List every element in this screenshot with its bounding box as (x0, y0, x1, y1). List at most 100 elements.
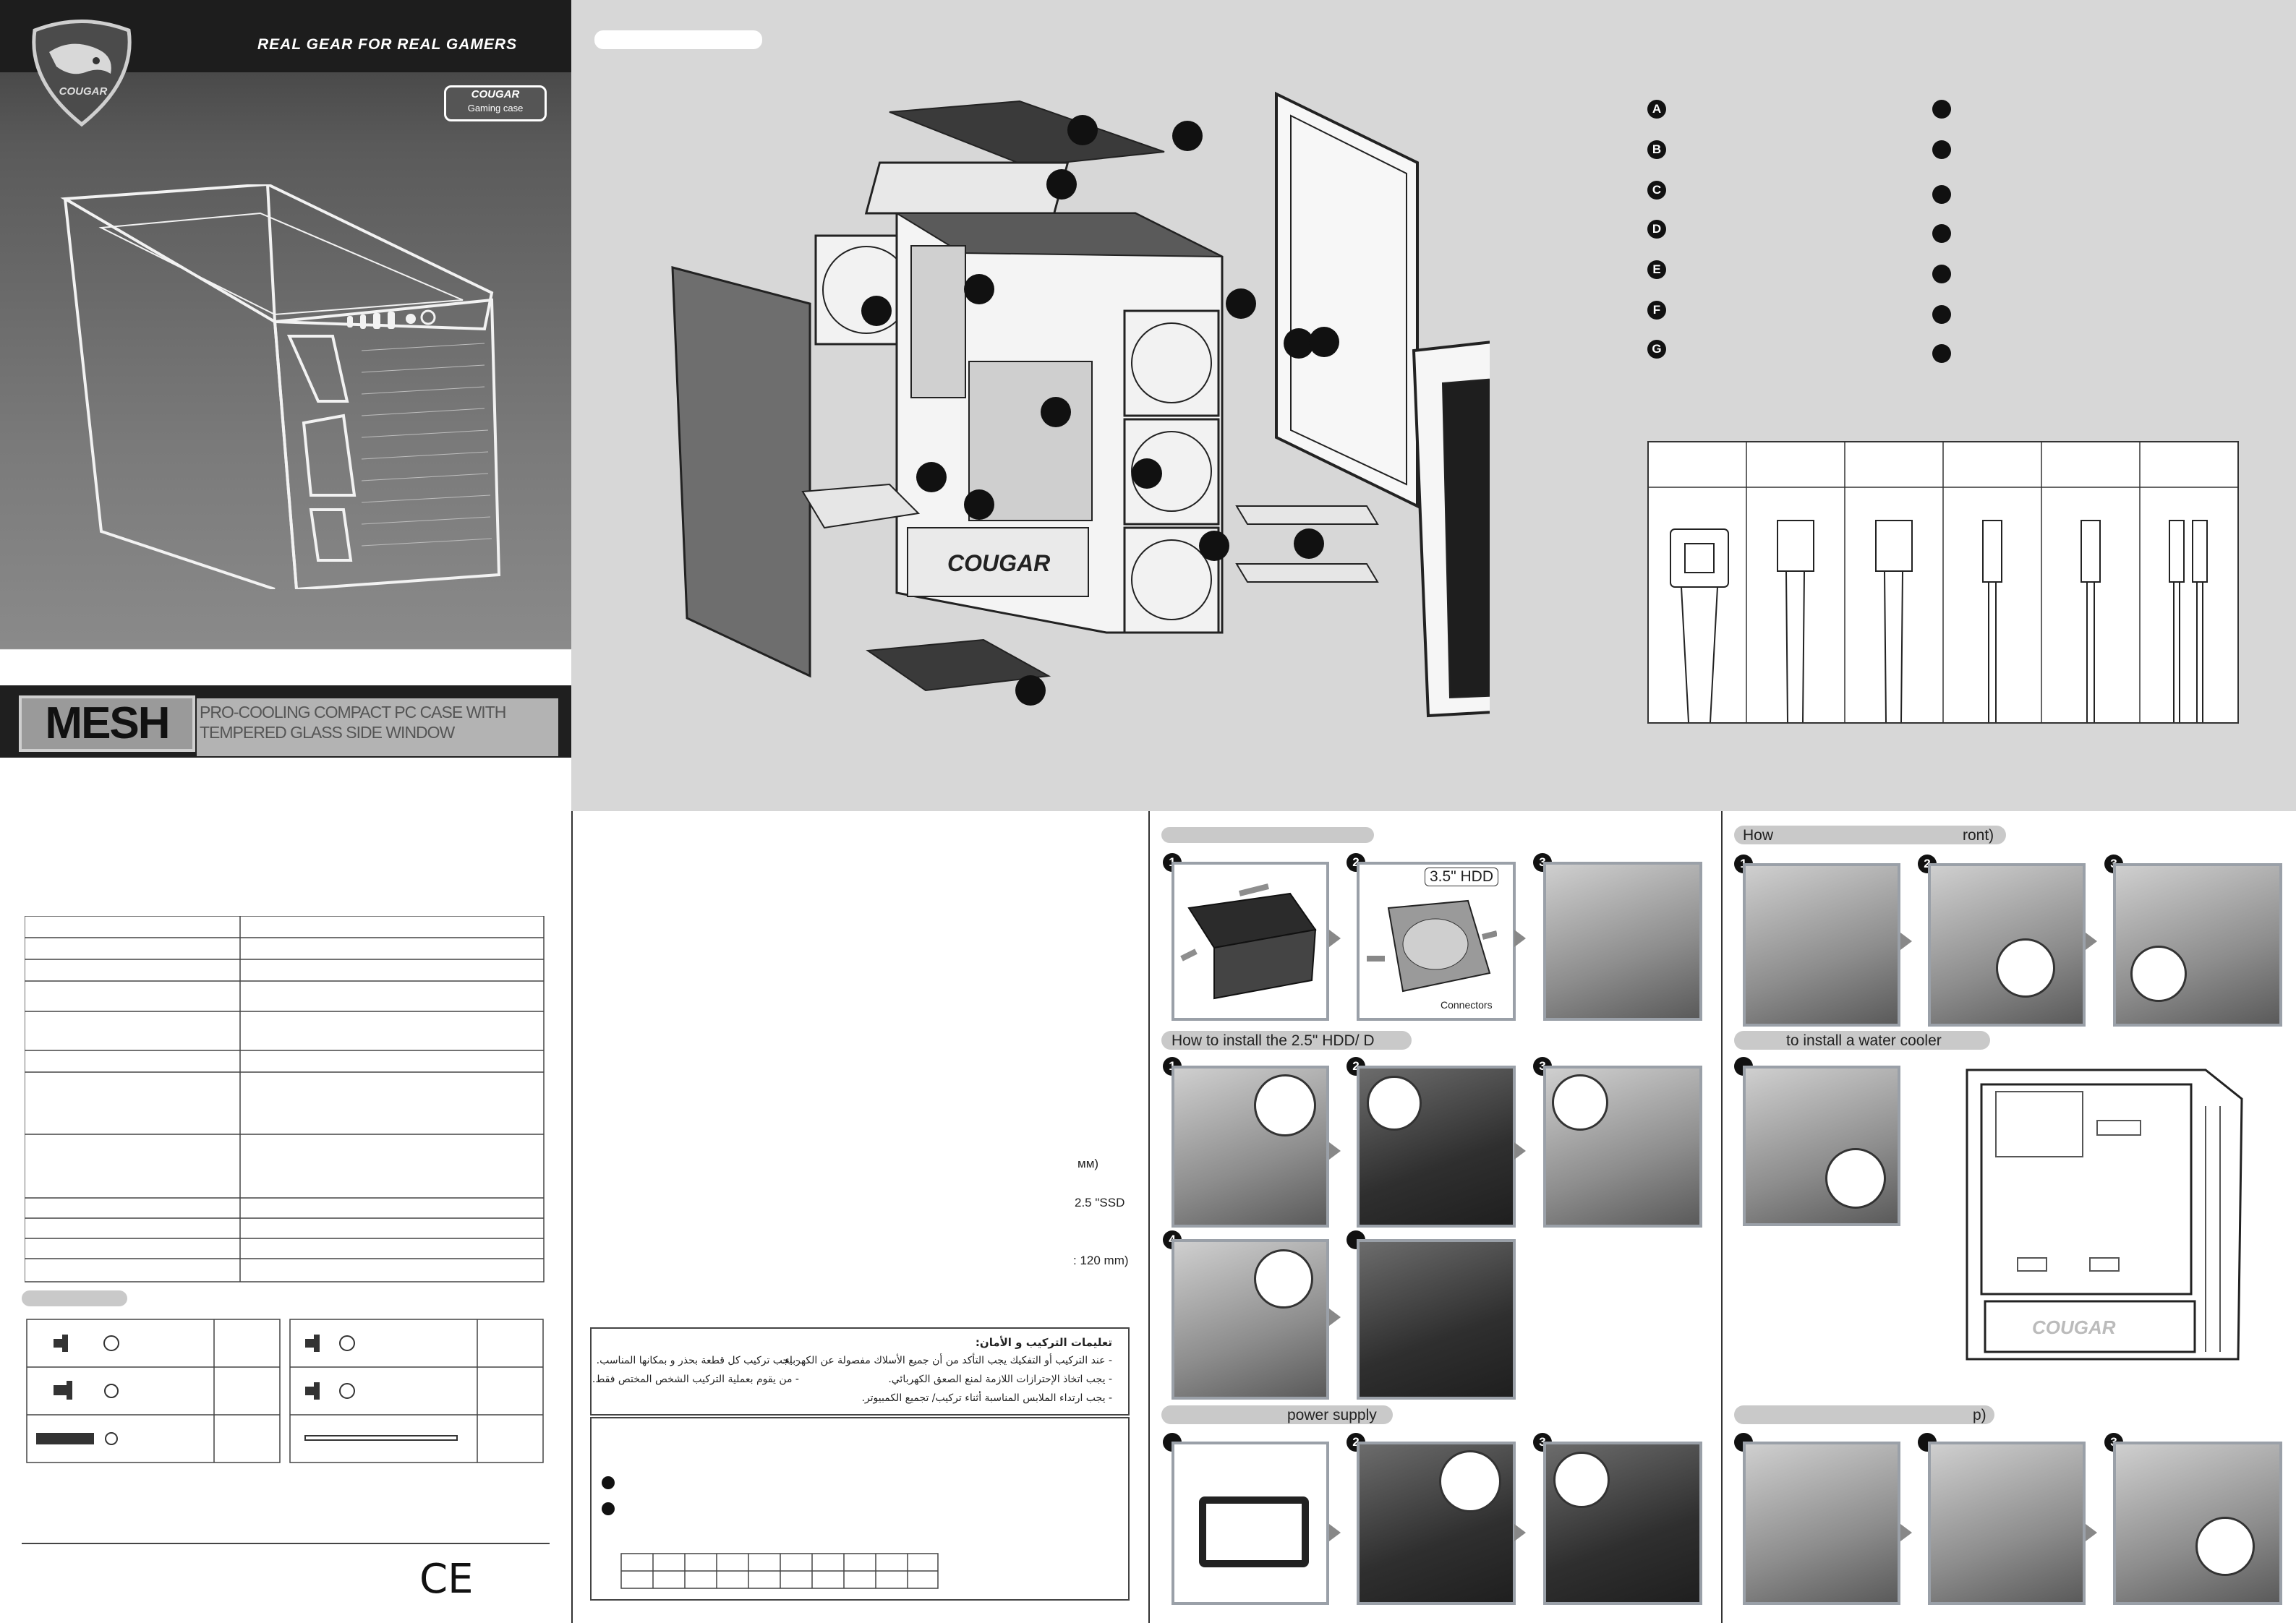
step-arrow (1514, 930, 1526, 947)
hdd-drawing (1367, 899, 1497, 993)
hdd35-step-2: 3.5" HDD Connectors (1357, 862, 1516, 1021)
hdd25-step-4-photo (1172, 1239, 1329, 1400)
front-title-left: How (1743, 827, 1774, 844)
note-mm: мм) (1077, 1157, 1099, 1170)
accessories-table-right (289, 1319, 544, 1463)
front-title-bg (1734, 826, 2006, 844)
connector-table-drawing (1649, 442, 2237, 722)
note-120mm: : 120 mm) (1073, 1254, 1129, 1267)
screwdriver-callout (1254, 1074, 1316, 1136)
case-line-drawing (60, 184, 501, 589)
hdd25-title: How to install the 2.5" HDD/ D (1172, 1032, 1375, 1049)
note-ssd: 2.5 "SSD (1075, 1196, 1125, 1209)
water-title: to install a water cooler (1786, 1032, 1942, 1049)
spec-table (25, 916, 545, 1282)
legend-letter-c: C (1647, 181, 1666, 200)
step-arrow (1329, 1142, 1341, 1160)
psu-title-bg (1161, 1405, 1393, 1424)
legend-letter-a: A (1647, 100, 1666, 119)
psu-step-2-photo (1357, 1442, 1516, 1605)
step-arrow (1900, 933, 1912, 950)
water-cooler-brand-text: COUGAR (2032, 1316, 2116, 1338)
arabic-line-1: - عند التركيب أو التفكيك يجب التأكد من أ… (781, 1355, 1112, 1366)
screws-table-left (26, 1319, 281, 1463)
column-divider-2 (1148, 811, 1150, 1623)
legend-letter-e: E (1647, 260, 1666, 279)
legend-dot-5 (1932, 265, 1951, 283)
arabic-title: تعليمات التركيب و الأمان: (975, 1336, 1112, 1349)
connector-table (1647, 441, 2239, 724)
hdd25-step-3-photo (1543, 1066, 1702, 1228)
legend-dot-6 (1932, 305, 1951, 324)
front-title-right: ront) (1963, 827, 1994, 844)
water-cooler-case-drawing: COUGAR (1966, 1069, 2243, 1361)
hdd-label: 3.5" HDD (1425, 868, 1498, 886)
arabic-line-2: - يجب اتخاذ الإحترازات اللازمة لمنع الصع… (888, 1374, 1112, 1385)
cover-tagline: REAL GEAR FOR REAL GAMERS (257, 36, 518, 53)
top-step-2-photo (1928, 1442, 2086, 1605)
step-arrow (1514, 1142, 1526, 1160)
legend-letter-d: D (1647, 220, 1666, 239)
top-title-right: p) (1973, 1407, 1986, 1423)
screwdriver-callout (1553, 1452, 1610, 1508)
accessories-table-left (26, 1319, 281, 1463)
arabic-line-3: - يجب ارتداء الملابس المناسبة أثناء تركي… (861, 1392, 1112, 1404)
legend-letter-f: F (1647, 301, 1666, 320)
arabic-line-5: - من يقوم بعملية التركيب الشخص المختص فق… (592, 1374, 799, 1385)
warranty-grid (620, 1553, 939, 1589)
cover-panel: COUGAR REAL GEAR FOR REAL GAMERS COUGAR … (0, 0, 571, 811)
legend-dot-7 (1932, 344, 1951, 363)
hdd35-step-3-photo (1543, 862, 1702, 1021)
water-title-bg (1734, 1031, 1990, 1050)
screwdriver-callout (1825, 1148, 1886, 1209)
step-arrow (1329, 930, 1341, 947)
legend-dot-3 (1932, 185, 1951, 204)
screws-table-right (289, 1319, 544, 1463)
step-arrow (2086, 1524, 2097, 1541)
spec-table-wrapper (25, 916, 545, 1283)
ce-mark: CE (419, 1556, 474, 1603)
cougar-shield-logo (32, 20, 132, 127)
bullet-1 (602, 1476, 615, 1489)
step-arrow (1514, 1524, 1526, 1541)
hdd-tray-drawing (1180, 883, 1317, 1000)
screwdriver-callout (1439, 1450, 1501, 1512)
top-step-3-photo (2113, 1442, 2282, 1605)
product-subtitle-bg (197, 698, 558, 756)
legend-letter-b: B (1647, 140, 1666, 159)
connectors-label: Connectors (1441, 999, 1493, 1011)
screwdriver-callout (1367, 1076, 1422, 1131)
step-arrow (1329, 1309, 1341, 1326)
column-divider-1 (571, 811, 573, 1623)
top-step-1-photo (1743, 1442, 1900, 1605)
product-subtitle-line2: TEMPERED GLASS SIDE WINDOW (200, 723, 455, 742)
front-step-2-photo (1928, 863, 2086, 1027)
arabic-safety-box: تعليمات التركيب و الأمان: - عند التركيب … (590, 1327, 1130, 1416)
cover-badge-brand: COUGAR (471, 88, 520, 100)
bullet-2 (602, 1502, 615, 1515)
legend-dot-2 (1932, 140, 1951, 159)
legend-dot-1 (1932, 100, 1951, 119)
screwdriver-callout (2130, 946, 2187, 1002)
warranty-box (590, 1417, 1130, 1601)
water-step-1-photo (1743, 1066, 1900, 1226)
front-step-1-photo (1743, 863, 1900, 1027)
screwdriver-callout (2195, 1517, 2255, 1576)
cover-logo-text: COUGAR (59, 85, 108, 98)
psu-step-1 (1172, 1442, 1329, 1605)
psu-title: power supply (1287, 1407, 1377, 1423)
legend-dot-4 (1932, 224, 1951, 243)
arabic-line-4: - يجب تركيب كل قطعة بحذر و بمكانها المنا… (596, 1355, 799, 1366)
psu-bracket-drawing (1199, 1496, 1309, 1567)
step-arrow (1329, 1524, 1341, 1541)
psu-step-3-photo (1543, 1442, 1702, 1605)
column-divider-3 (1721, 811, 1723, 1623)
hdd25-step-1-photo (1172, 1066, 1329, 1228)
chassis-brand-text: COUGAR (947, 550, 1050, 576)
step-arrow (1900, 1524, 1912, 1541)
screwdriver-callout (1552, 1074, 1608, 1131)
product-subtitle-line1: PRO-COOLING COMPACT PC CASE WITH (200, 703, 506, 721)
exploded-view-panel: COUGAR (571, 0, 2296, 811)
hdd25-step-5-photo (1357, 1239, 1516, 1400)
screwdriver-callout (1996, 938, 2055, 998)
